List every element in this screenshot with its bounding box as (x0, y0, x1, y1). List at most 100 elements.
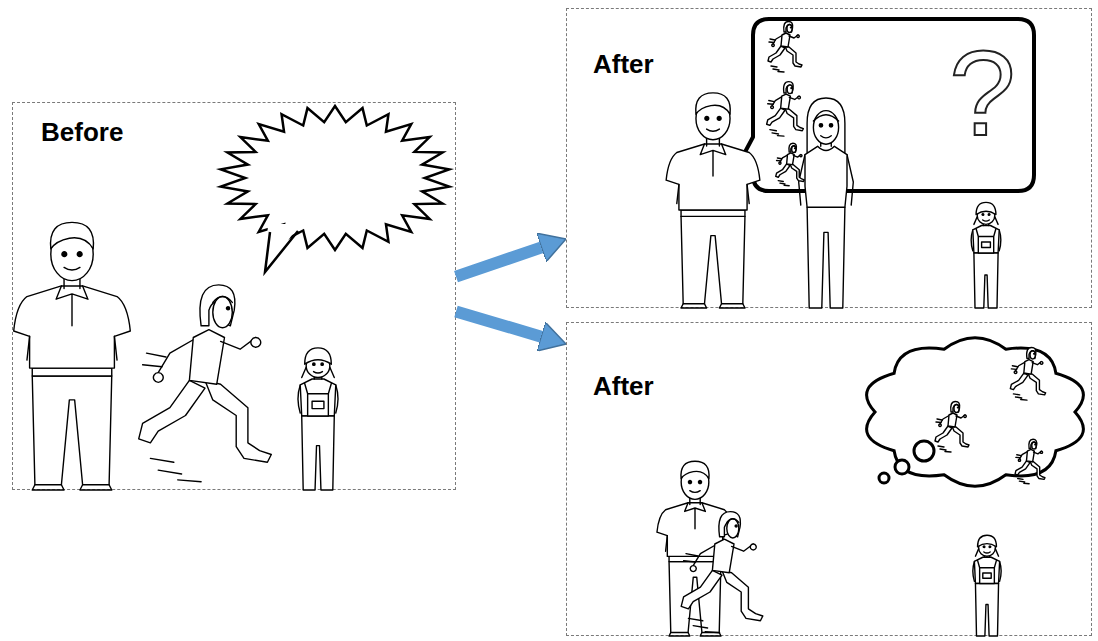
woman-part (807, 98, 845, 153)
runner-part (1032, 442, 1036, 449)
man-part (681, 216, 745, 303)
runner-part (772, 96, 783, 106)
runner-part (1033, 353, 1035, 355)
runner-part (787, 25, 792, 33)
runner-part (939, 415, 967, 426)
girl-part (975, 584, 998, 637)
runner-part (1016, 455, 1029, 484)
runner-part (787, 85, 792, 94)
man-part (690, 491, 700, 493)
girl-part (302, 367, 335, 377)
girl-figure (971, 202, 1001, 308)
runner-part (1026, 449, 1034, 461)
runner-part (1018, 451, 1042, 461)
runner-part (771, 96, 801, 108)
girl-part (305, 348, 332, 364)
man-part (681, 465, 709, 500)
runner-part (221, 338, 256, 350)
runner-part (789, 96, 799, 99)
girl-part (978, 560, 997, 583)
runner-part (158, 338, 197, 373)
runner-part (690, 544, 756, 572)
girl-part (983, 220, 990, 221)
man-part (696, 97, 730, 140)
runner-part (789, 143, 797, 152)
runner-part (1015, 461, 1030, 475)
runner-part (681, 570, 722, 608)
girl-part (976, 202, 996, 214)
girl-part (977, 207, 995, 225)
runner-part (781, 33, 790, 47)
speech-bubble: ? (753, 19, 1034, 191)
runner-part (1029, 439, 1037, 448)
woman-part (819, 124, 832, 127)
thought-bubble (867, 338, 1084, 487)
runner-figure (139, 285, 272, 482)
runner-part (785, 108, 803, 131)
man-part (681, 461, 709, 478)
runner-part (139, 380, 205, 442)
runner-part (143, 353, 202, 482)
girl-figure (973, 535, 1001, 636)
runner-part (792, 146, 796, 147)
runner-part (1016, 362, 1026, 371)
runner-part (773, 35, 783, 44)
mini-runner (767, 82, 804, 137)
man-figure (666, 93, 760, 308)
block-arrow (456, 312, 566, 344)
runner-part (954, 405, 959, 413)
runner-part (784, 82, 794, 93)
girl-part (975, 549, 998, 556)
woman-part (805, 146, 847, 207)
girl-part (984, 552, 990, 553)
panel-label: Before (41, 117, 123, 148)
runner-part (957, 406, 959, 408)
shout-bubble-tail-fill (265, 224, 300, 272)
runner-part (1028, 373, 1046, 395)
girl-part (974, 253, 998, 308)
woman-part (807, 207, 845, 308)
runner-part (200, 285, 235, 326)
girl-part (973, 561, 1001, 581)
runner-part (1027, 348, 1036, 359)
man-part (696, 93, 731, 114)
girl-part (298, 385, 338, 413)
runner-part (722, 570, 763, 620)
girl-part (302, 416, 335, 490)
runner-figure (681, 512, 763, 633)
girl-part (971, 230, 1001, 251)
mini-runner (1015, 439, 1045, 483)
man-part (681, 304, 745, 308)
girl-part (982, 214, 990, 216)
runner-part (787, 25, 792, 27)
girl-part (973, 226, 999, 254)
shout-bubble (221, 106, 449, 272)
runner-part (793, 155, 801, 158)
girl-part (313, 363, 324, 365)
panel-label: After (593, 371, 654, 402)
bubble-outline-path (719, 19, 1034, 201)
runner-part (693, 544, 717, 566)
man-part (666, 503, 725, 551)
runner-part (1030, 351, 1035, 353)
runner-part (1030, 461, 1045, 479)
girl-part (974, 557, 999, 583)
mini-runner (935, 402, 969, 453)
runner-part (951, 402, 960, 413)
runner-part (956, 415, 965, 418)
runner-part (727, 519, 739, 538)
runner-part (1030, 351, 1035, 359)
runner-part (954, 405, 959, 407)
bubble-text: ? (949, 33, 1016, 153)
man-part (688, 480, 701, 483)
panel-box: After? (566, 8, 1092, 308)
runner-part (781, 94, 791, 109)
runner-part (784, 22, 793, 33)
girl-part (979, 539, 996, 556)
shout-bubble-tail (265, 231, 298, 272)
block-arrow (456, 239, 566, 277)
woman-part (813, 111, 838, 145)
man-part (64, 267, 80, 270)
runner-part (1034, 444, 1036, 446)
